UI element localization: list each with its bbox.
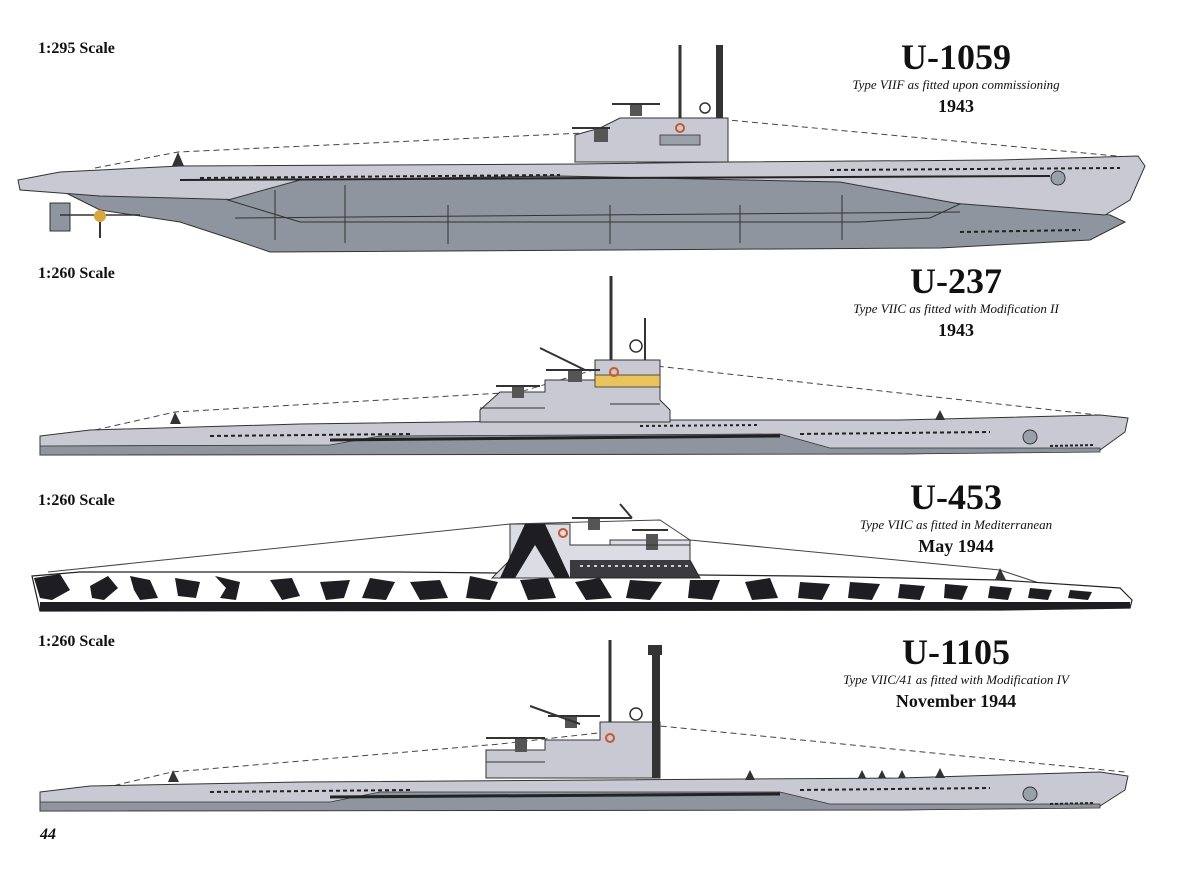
jumping-wire-u1105 [94, 725, 1126, 791]
scale-label-u1059: 1:295 Scale [38, 40, 115, 57]
page-number: 44 [40, 826, 56, 843]
title-block-u453: U-453 Type VIIC as fitted in Mediterrane… [786, 478, 1126, 558]
emblem-u237 [609, 367, 619, 377]
emblem-u1059 [675, 123, 685, 133]
df-loop-u1105 [629, 707, 643, 721]
boat-name-u1105: U-1105 [902, 632, 1010, 672]
jumping-wire-u237 [94, 361, 1126, 431]
boat-description-u1105: Type VIIC/41 as fitted with Modification… [843, 672, 1069, 687]
scale-label-u453: 1:260 Scale [38, 492, 115, 509]
boat-date-u453: May 1944 [918, 536, 994, 556]
bridge-band-u237 [594, 374, 661, 388]
title-block-u1059: U-1059 Type VIIF as fitted upon commissi… [786, 38, 1126, 118]
boat-name-u453: U-453 [910, 477, 1002, 517]
boat-name-u1059: U-1059 [901, 37, 1011, 77]
title-block-u1105: U-1105 Type VIIC/41 as fitted with Modif… [786, 633, 1126, 713]
submarine-u237 [39, 276, 1129, 456]
emblem-u1105 [605, 733, 615, 743]
df-loop-u1059 [699, 102, 711, 114]
submarine-u1059 [17, 45, 1146, 253]
jumping-wire-u453 [47, 519, 1061, 591]
conning-tower-u1105 [485, 721, 661, 779]
boat-description-u1059: Type VIIF as fitted upon commissioning [852, 77, 1060, 92]
emblem-u453 [558, 528, 568, 538]
snorkel-u1105 [652, 650, 660, 778]
boat-name-u237: U-237 [910, 261, 1002, 301]
rudder-u1059 [49, 202, 71, 232]
flak-gun-u1059 [572, 103, 660, 142]
boat-date-u237: 1943 [938, 320, 974, 340]
submarine-u453 [31, 503, 1133, 612]
boat-description-u237: Type VIIC as fitted with Modification II [853, 301, 1059, 316]
snorkel-u1059 [716, 45, 723, 118]
boat-description-u453: Type VIIC as fitted in Mediterranean [859, 517, 1053, 532]
tower-camo-u453 [500, 524, 570, 578]
submarine-u1105 [39, 640, 1129, 812]
df-loop-u237 [629, 339, 643, 353]
boat-date-u1059: 1943 [938, 96, 974, 116]
camouflage-pattern-u453 [34, 574, 1092, 600]
scale-label-u1105: 1:260 Scale [38, 633, 115, 650]
jumping-wire-u1059 [94, 119, 1139, 169]
scale-label-u237: 1:260 Scale [38, 265, 115, 282]
boat-date-u1105: November 1944 [895, 691, 1017, 711]
title-block-u237: U-237 Type VIIC as fitted with Modificat… [786, 262, 1126, 342]
lower-band-u453 [40, 602, 1130, 611]
propeller-u1059 [94, 210, 106, 222]
